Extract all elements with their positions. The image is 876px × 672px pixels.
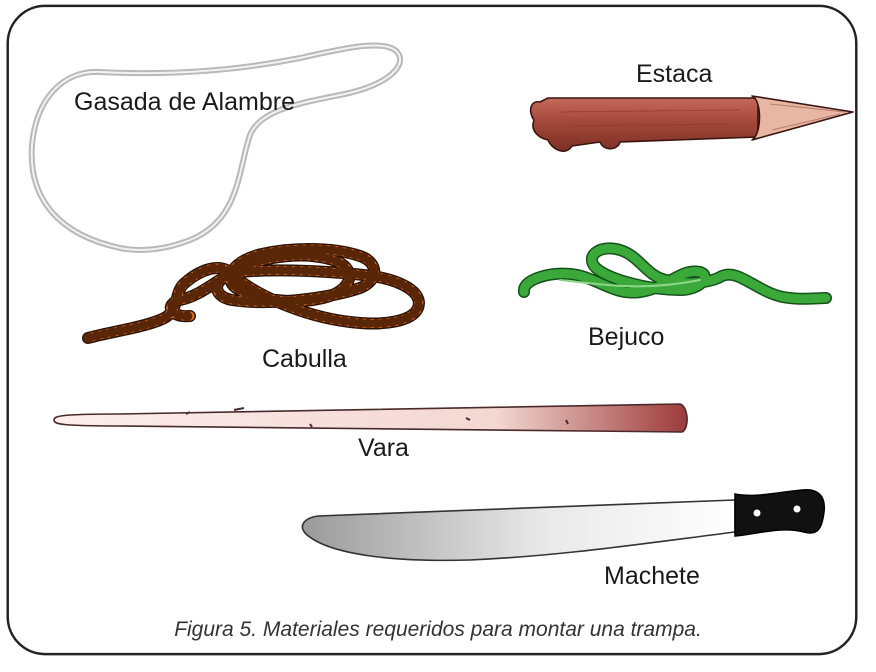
machete-label: Machete xyxy=(604,562,700,590)
figure-caption: Figura 5. Materiales requeridos para mon… xyxy=(174,618,702,641)
rod-label: Vara xyxy=(358,434,409,462)
rope-label: Cabulla xyxy=(262,345,347,373)
stake-label: Estaca xyxy=(636,60,713,88)
vine-label: Bejuco xyxy=(588,323,665,351)
wire-loop-label: Gasada de Alambre xyxy=(74,88,295,116)
figure-frame xyxy=(6,4,858,656)
